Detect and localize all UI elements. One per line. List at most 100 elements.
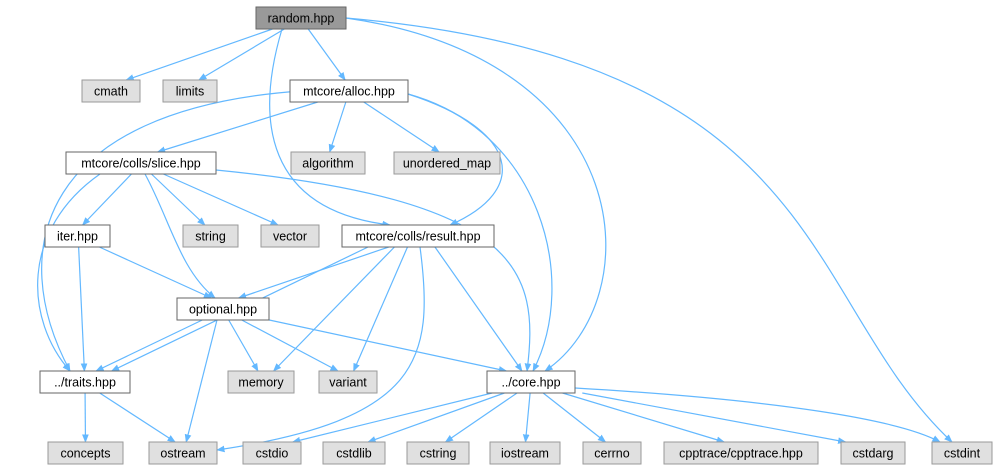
- node-cstdarg: cstdarg: [840, 441, 906, 465]
- node-box-cstdlib: [322, 441, 386, 465]
- node-label-random: random.hpp: [268, 12, 335, 26]
- edge-alloc-to-algorithm: [328, 101, 347, 153]
- edge-iter-to-traits: [78, 246, 88, 372]
- node-iter[interactable]: iter.hpp: [44, 224, 111, 248]
- node-box-cerrno: [582, 441, 642, 465]
- node-label-slice: mtcore/colls/slice.hpp: [81, 157, 201, 171]
- node-cpptrace: cpptrace/cpptrace.hpp: [663, 441, 819, 465]
- node-box-limits: [162, 79, 218, 103]
- node-box-iter: [44, 224, 111, 248]
- node-concepts: concepts: [47, 441, 124, 465]
- node-label-iter: iter.hpp: [57, 230, 98, 244]
- node-box-cstdint: [931, 441, 993, 465]
- node-box-cstdarg: [840, 441, 906, 465]
- node-algorithm: algorithm: [290, 151, 366, 175]
- node-alloc[interactable]: mtcore/alloc.hpp: [289, 79, 409, 103]
- nodes-layer: random.hpp cmath limits mtcore/alloc.hpp mtc…: [39, 6, 993, 465]
- node-label-ostream: ostream: [160, 447, 205, 461]
- node-box-slice: [65, 151, 217, 175]
- edge-slice-to-optional: [144, 173, 216, 299]
- edge-result-to-ostream: [216, 246, 425, 453]
- node-iostream: iostream: [489, 441, 561, 465]
- node-variant: variant: [318, 370, 378, 394]
- node-random: random.hpp: [255, 6, 347, 30]
- edge-core-to-cpptrace: [562, 392, 726, 444]
- node-box-variant: [318, 370, 378, 394]
- node-cmath: cmath: [81, 79, 141, 103]
- node-label-vector: vector: [273, 230, 307, 244]
- node-label-cstdint: cstdint: [944, 447, 981, 461]
- node-optional[interactable]: optional.hpp: [176, 297, 270, 321]
- edge-alloc-to-core: [407, 93, 553, 372]
- node-label-variant: variant: [329, 376, 367, 390]
- node-cerrno: cerrno: [582, 441, 642, 465]
- node-box-cstdio: [242, 441, 302, 465]
- edge-core-to-cerrno: [542, 392, 607, 443]
- node-unordered_map: unordered_map: [393, 151, 501, 175]
- edge-random-to-limits: [198, 28, 285, 81]
- node-box-cstring: [406, 441, 470, 465]
- node-label-cstdio: cstdio: [256, 447, 289, 461]
- node-box-concepts: [47, 441, 124, 465]
- edge-core-to-cstring: [444, 392, 518, 443]
- node-box-optional: [176, 297, 270, 321]
- node-label-cstdlib: cstdlib: [336, 447, 371, 461]
- node-limits: limits: [162, 79, 218, 103]
- node-ostream: ostream: [148, 441, 218, 465]
- node-box-result: [341, 224, 495, 248]
- edge-result-to-variant: [353, 246, 409, 372]
- edge-random-to-cmath: [125, 28, 273, 81]
- edge-slice-to-vector: [163, 173, 279, 226]
- edge-core-to-cstdarg: [582, 392, 847, 444]
- node-label-optional: optional.hpp: [189, 303, 257, 317]
- edge-slice-to-string: [151, 173, 206, 226]
- node-box-unordered_map: [393, 151, 501, 175]
- node-label-core: ../core.hpp: [501, 376, 560, 390]
- node-box-iostream: [489, 441, 561, 465]
- node-cstdlib: cstdlib: [322, 441, 386, 465]
- node-label-cerrno: cerrno: [594, 447, 629, 461]
- edge-slice-to-iter: [81, 173, 132, 226]
- edge-alloc-to-unordered_map: [363, 101, 440, 153]
- node-label-alloc: mtcore/alloc.hpp: [303, 85, 395, 99]
- node-box-memory: [227, 370, 295, 394]
- node-label-result: mtcore/colls/result.hpp: [355, 230, 480, 244]
- node-core[interactable]: ../core.hpp: [486, 370, 576, 394]
- edge-core-to-iostream: [522, 392, 531, 443]
- edge-iter-to-optional: [99, 246, 213, 299]
- node-slice[interactable]: mtcore/colls/slice.hpp: [65, 151, 217, 175]
- node-vector: vector: [260, 224, 320, 248]
- node-box-traits: [39, 370, 131, 394]
- edge-optional-to-core: [269, 319, 508, 373]
- edge-core-to-cstdlib: [367, 392, 505, 443]
- edge-result-to-core: [434, 246, 523, 372]
- node-string: string: [182, 224, 239, 248]
- node-cstdio: cstdio: [242, 441, 302, 465]
- node-traits[interactable]: ../traits.hpp: [39, 370, 131, 394]
- node-box-core: [486, 370, 576, 394]
- node-box-vector: [260, 224, 320, 248]
- node-result[interactable]: mtcore/colls/result.hpp: [341, 224, 495, 248]
- node-box-random: [255, 6, 347, 30]
- node-box-cpptrace: [663, 441, 819, 465]
- edge-slice-to-traits: [37, 173, 101, 372]
- node-box-cmath: [81, 79, 141, 103]
- node-cstdint: cstdint: [931, 441, 993, 465]
- edge-random-to-alloc: [307, 28, 346, 81]
- edge-optional-to-variant: [241, 319, 339, 372]
- edge-alloc-to-traits: [41, 90, 301, 372]
- node-cstring: cstring: [406, 441, 470, 465]
- edge-result-to-optional: [237, 246, 389, 299]
- node-label-limits: limits: [176, 85, 204, 99]
- node-box-ostream: [148, 441, 218, 465]
- edge-result-to-memory: [272, 246, 395, 372]
- edge-traits-to-ostream: [99, 392, 176, 443]
- node-label-algorithm: algorithm: [302, 157, 353, 171]
- node-label-cmath: cmath: [94, 85, 128, 99]
- node-label-iostream: iostream: [501, 447, 549, 461]
- edge-optional-to-memory: [228, 319, 259, 372]
- node-box-algorithm: [290, 151, 366, 175]
- edge-random-to-result: [269, 28, 391, 228]
- node-memory: memory: [227, 370, 295, 394]
